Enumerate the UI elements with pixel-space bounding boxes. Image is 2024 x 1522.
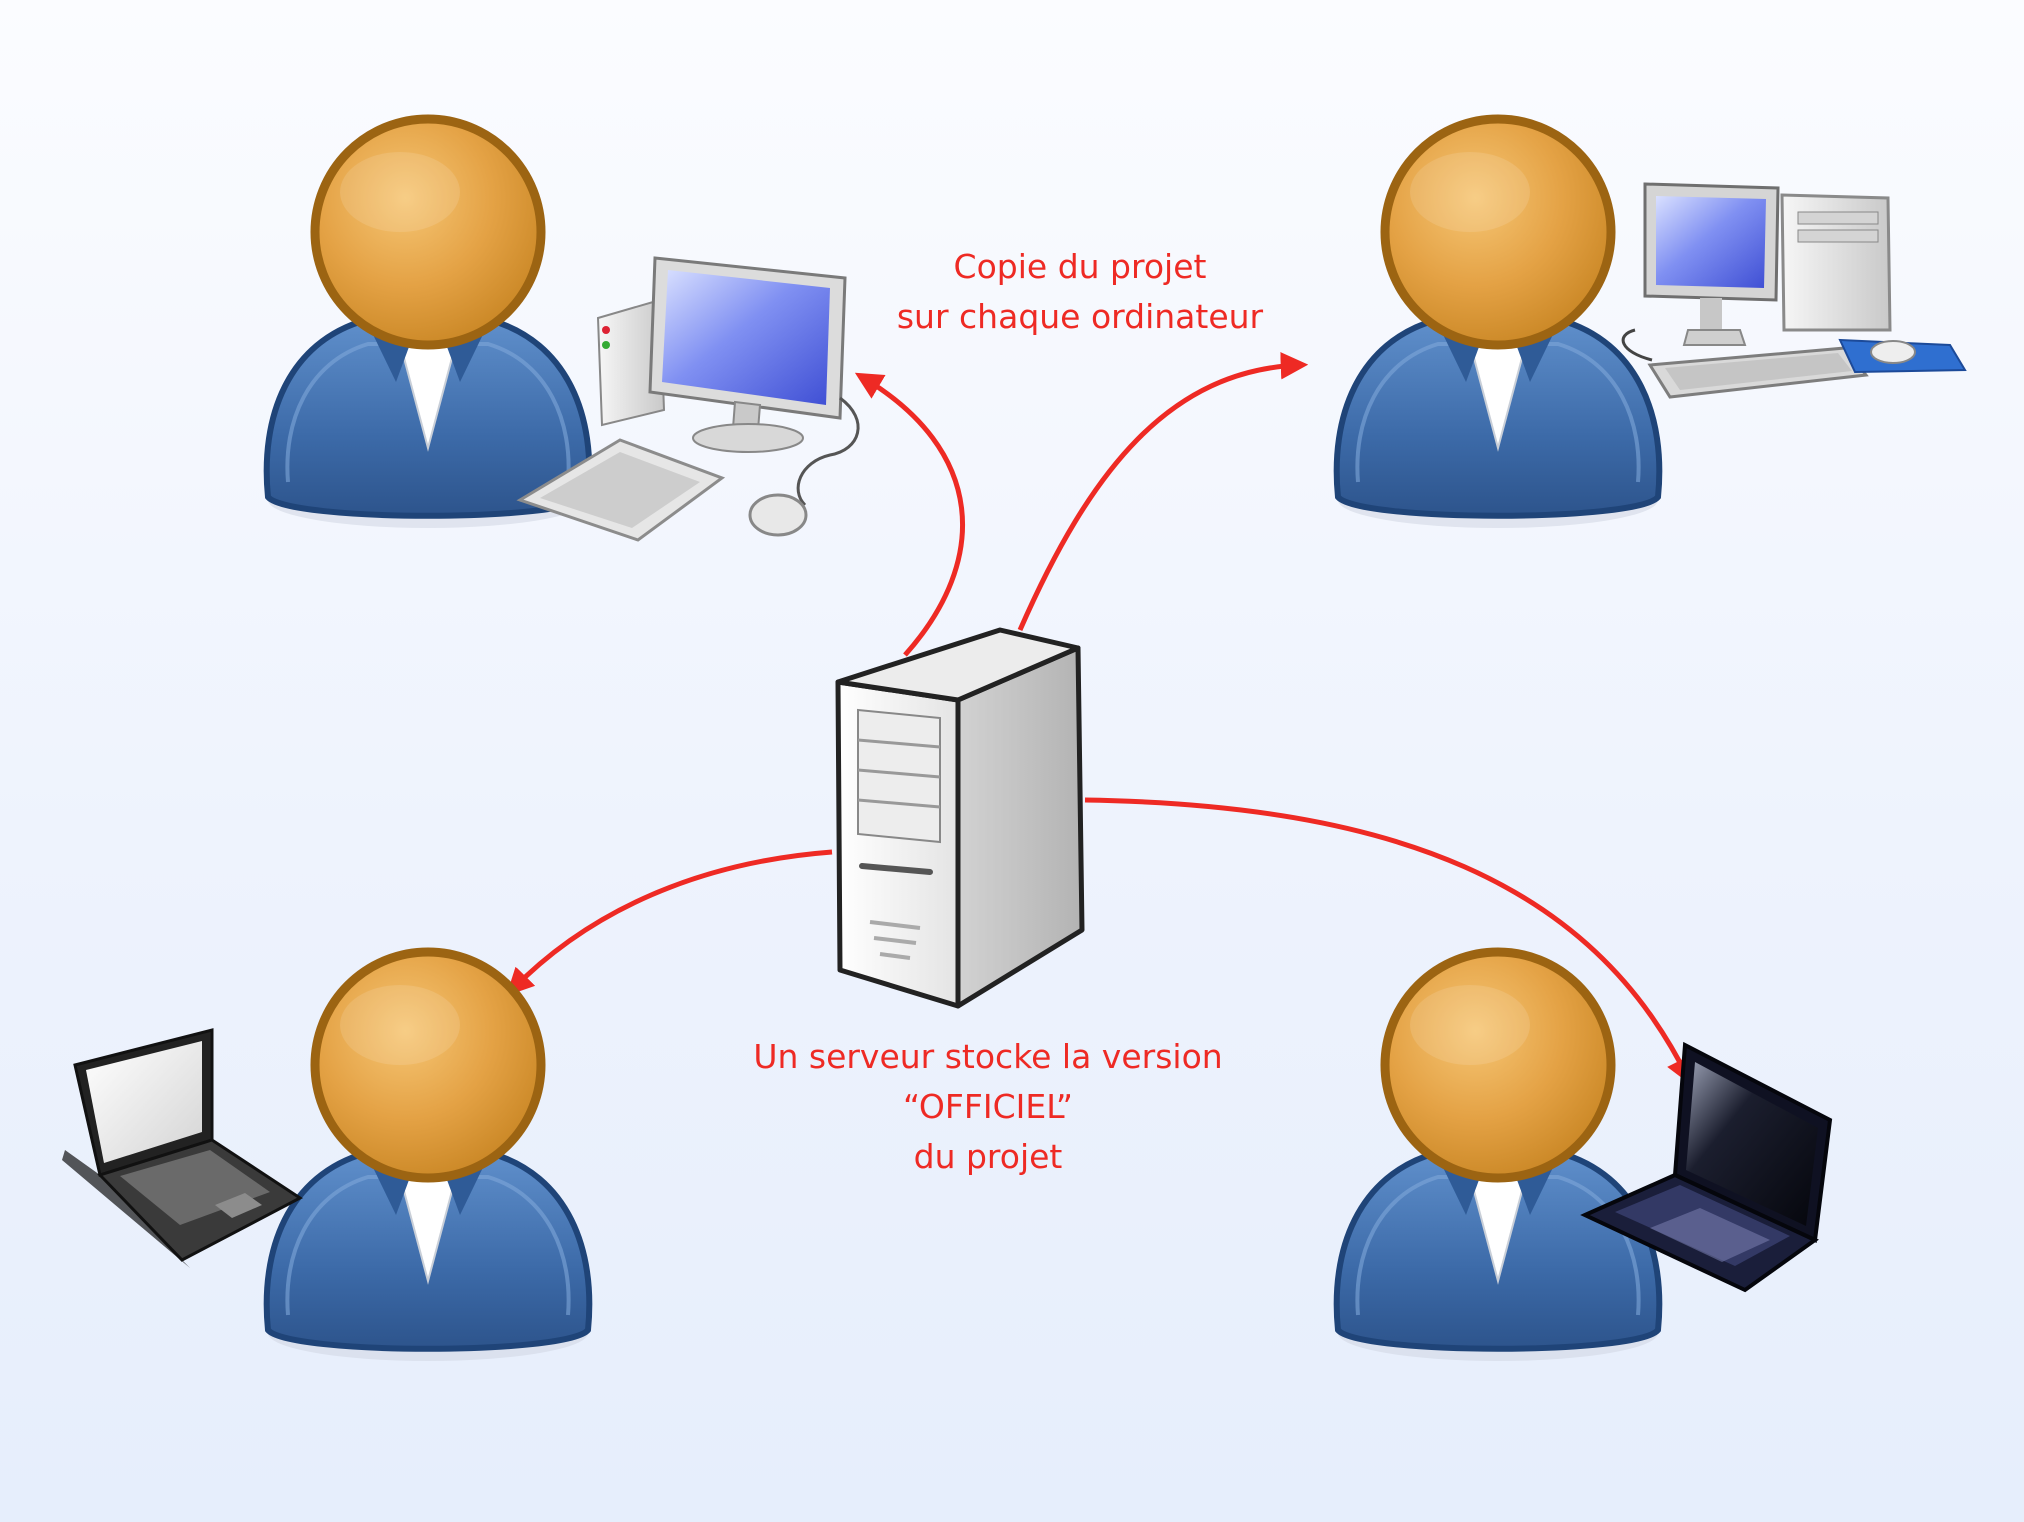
arrow-to-top-right <box>1017 352 1309 632</box>
arrow-to-bottom-right <box>1084 797 1692 1086</box>
laptop-icon <box>1580 1041 1833 1293</box>
laptop-icon <box>62 1028 303 1268</box>
node-user-top-right <box>1337 119 1967 528</box>
node-user-top-left <box>267 119 860 542</box>
server-label-line-3: du projet <box>913 1137 1063 1176</box>
node-user-bottom-right <box>1337 952 1833 1361</box>
copy-label-line-2: sur chaque ordinateur <box>896 297 1264 336</box>
copy-label-line-1: Copie du projet <box>953 247 1207 286</box>
user-icon <box>1337 952 1660 1361</box>
node-user-bottom-left <box>62 952 589 1361</box>
arrows <box>506 352 1692 1086</box>
desktop-computer-icon <box>1621 182 1967 399</box>
server-tower-icon <box>835 627 1085 1009</box>
desktop-computer-icon <box>516 256 860 542</box>
server-label-line-2: “OFFICIEL” <box>902 1087 1074 1126</box>
user-icon <box>267 952 590 1361</box>
arrow-to-bottom-left <box>506 849 833 996</box>
user-icon <box>1337 119 1660 528</box>
arrow-to-top-left <box>854 372 966 657</box>
copy-label: Copie du projet sur chaque ordinateur <box>897 242 1263 342</box>
server-label-line-1: Un serveur stocke la version <box>753 1037 1223 1076</box>
user-icon <box>267 119 590 528</box>
server-label: Un serveur stocke la version “OFFICIEL” … <box>753 1032 1222 1182</box>
